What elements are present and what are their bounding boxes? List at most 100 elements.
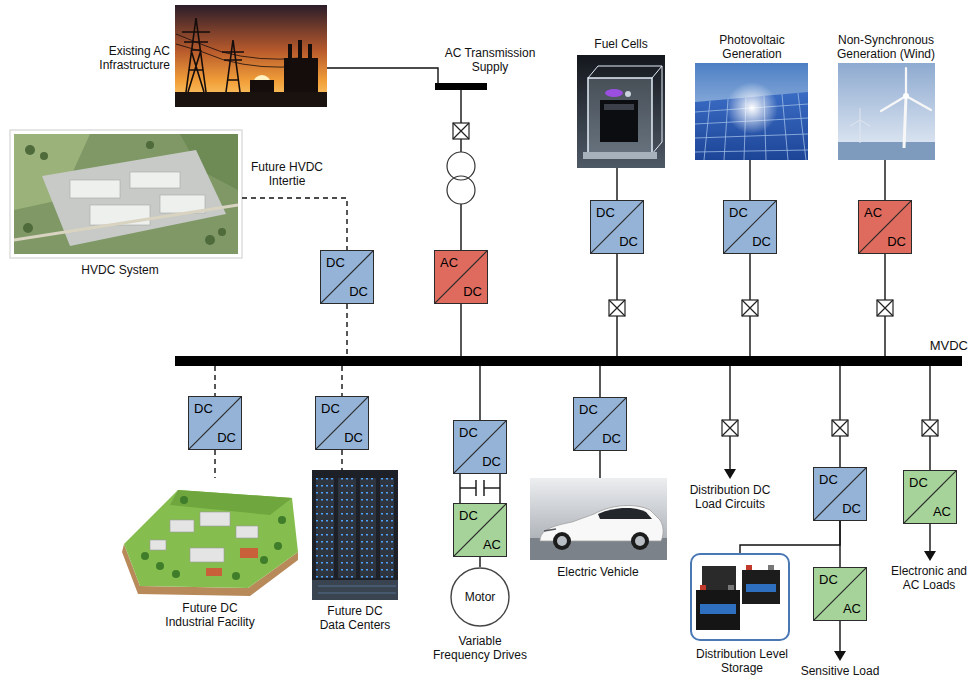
photo-node: Future DC Data Centers: [312, 470, 398, 600]
capacitor-symbol: [460, 474, 500, 503]
wind-turbine-photo: [860, 120, 870, 126]
node-caption: Photovoltaic Generation: [697, 33, 807, 61]
converter-label: DC: [619, 234, 638, 249]
ac-infrastructure-photo: [175, 5, 327, 107]
text-holder: DC: [909, 475, 928, 490]
load-label: Distribution DC Load Circuits: [685, 483, 775, 511]
wind-turbine-photo: [838, 142, 935, 160]
battery-illustration: [696, 565, 780, 630]
power-connector: [740, 521, 840, 553]
photovoltaic-photo: [695, 63, 808, 160]
converter-label: DC: [344, 430, 363, 445]
wind-turbine-photo: [860, 120, 861, 143]
power-connector: [242, 198, 347, 250]
capacitor-symbol: [460, 487, 476, 488]
hvdc-system-photo: [70, 180, 120, 198]
load-arrow: [729, 366, 730, 470]
wind-turbine-photo: [905, 68, 907, 96]
electric-vehicle-photo: [530, 478, 667, 560]
battery-illustration: [746, 584, 776, 592]
battery-illustration: [700, 585, 706, 590]
power-connector: [327, 68, 438, 83]
capacitor-symbol: [484, 487, 500, 488]
electric-vehicle-photo: [598, 508, 652, 519]
text-holder: Future HVDC Intertie: [247, 160, 327, 188]
converter-box: DCAC: [453, 503, 507, 557]
converter-label: DC: [349, 284, 368, 299]
electric-vehicle-photo: [557, 536, 567, 546]
text-holder: Variable Frequency Drives: [431, 634, 529, 662]
ac-infrastructure-photo: [176, 18, 300, 92]
converter-label: DC: [579, 402, 598, 417]
photovoltaic-photo: [726, 82, 778, 134]
industrial-facility-illustration: [232, 572, 240, 580]
text-holder: AC Transmission Supply: [440, 46, 540, 74]
industrial-facility-illustration: [141, 552, 149, 560]
connector-group: [215, 68, 930, 567]
text-holder: MVDC: [900, 338, 968, 354]
data-center-photo: [338, 478, 356, 578]
transformer-symbol: [447, 152, 475, 204]
converter-box: DC DC: [590, 200, 644, 254]
motor-outline: [451, 568, 509, 626]
circuit-breaker: [609, 300, 625, 316]
text-holder: DC: [819, 472, 838, 487]
node-caption: Variable Frequency Drives: [431, 634, 529, 662]
text-holder: AC: [483, 537, 501, 552]
text-holder: DC: [463, 284, 482, 299]
photovoltaic-photo: [695, 63, 808, 160]
text-holder: DC: [326, 255, 345, 270]
ac-supply-bus: AC Transmission Supply: [435, 83, 487, 90]
text-holder: DC: [602, 431, 621, 446]
fuel-cell-photo: [583, 152, 657, 159]
battery-illustration: [728, 585, 734, 590]
text-holder: Non-Synchronous Generation (Wind): [831, 33, 941, 61]
wind-turbine-photo: [838, 63, 935, 160]
motor-circle: MotorVariable Frequency Drives: [450, 567, 510, 627]
wind-turbine-photo: [860, 108, 861, 120]
converter-box: DC DC: [813, 467, 867, 521]
converter-box: DC AC: [903, 470, 957, 524]
battery-illustration: [768, 565, 774, 570]
circuit-breaker: [453, 123, 938, 436]
ac-infrastructure-photo: [175, 92, 327, 107]
converter-diagonal: [591, 201, 643, 253]
node-caption: Non-Synchronous Generation (Wind): [831, 33, 941, 61]
text-holder: DC: [596, 205, 615, 220]
ac-infrastructure-photo: [298, 40, 302, 58]
ac-infrastructure-photo: [250, 40, 318, 92]
converter-diagonal: [574, 398, 626, 450]
hvdc-system-photo: [23, 141, 226, 245]
fuel-cell-photo: [577, 55, 665, 168]
hvdc-system-photo: [40, 152, 48, 160]
text-holder: DC: [459, 425, 478, 440]
node-caption: Distribution Level Storage: [692, 647, 792, 675]
converter-label: AC: [933, 504, 951, 519]
text-holder: DC: [819, 572, 838, 587]
converter-box: DC DC: [573, 397, 627, 451]
ac-infrastructure-photo: [175, 5, 327, 107]
text-holder: Sensitive Load: [790, 664, 890, 678]
battery-illustration: [700, 604, 736, 614]
wind-turbine-photo: [906, 96, 931, 110]
wind-turbine-photo: [903, 93, 909, 99]
converter-label: DC: [819, 472, 838, 487]
text-holder: Motor: [450, 590, 510, 604]
fuel-cell-photo: [577, 55, 665, 168]
photo-node: Electric Vehicle: [530, 478, 667, 560]
electric-vehicle-photo: [544, 529, 556, 531]
data-center-photo: [316, 478, 334, 578]
power-connector: [214, 366, 215, 396]
node-caption: Future DC Data Centers: [316, 604, 394, 632]
industrial-facility-illustration: [141, 496, 286, 580]
text-holder: Electronic and AC Loads: [886, 564, 972, 592]
converter-diagonal: [454, 504, 506, 556]
ac-infrastructure-photo: [284, 58, 318, 92]
text-holder: DC: [842, 501, 861, 516]
battery-illustration: [696, 590, 740, 630]
photo-node: HVDC System: [10, 130, 242, 258]
industrial-facility-illustration: [122, 490, 298, 596]
power-connector: [749, 160, 750, 200]
converter-label: DC: [326, 255, 345, 270]
electric-vehicle-photo: [635, 536, 645, 546]
